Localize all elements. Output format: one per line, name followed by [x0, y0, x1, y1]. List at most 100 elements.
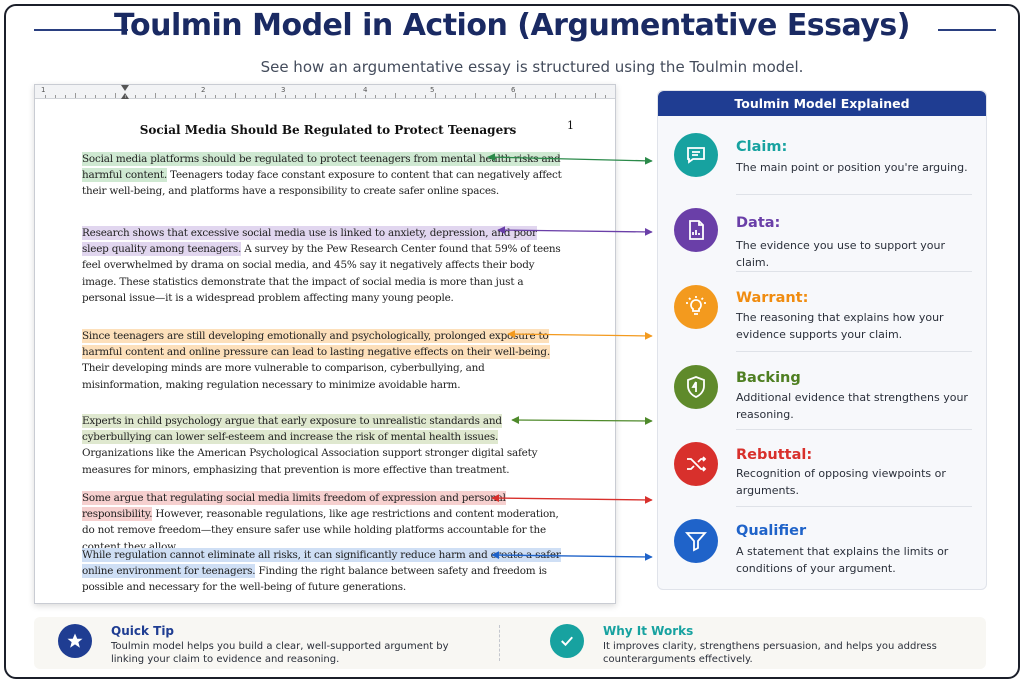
- ruler-tick: [365, 95, 366, 98]
- funnel-icon: [674, 519, 718, 563]
- claim-label: Claim:: [736, 139, 788, 155]
- ruler-tick: [145, 95, 146, 98]
- paragraph-warrant: Since teenagers are still developing emo…: [82, 328, 564, 393]
- ruler: 1 2 3 4 5 6: [35, 85, 615, 99]
- ruler-tick: [265, 95, 266, 98]
- speech-bubble-icon: [674, 133, 718, 177]
- paragraph-data: Research shows that excessive social med…: [82, 225, 564, 306]
- document-chart-icon: [674, 208, 718, 252]
- ruler-tick: [235, 93, 236, 98]
- ruler-tick: [225, 95, 226, 98]
- quick-tip-title: Quick Tip: [111, 624, 175, 638]
- ruler-number: 6: [511, 86, 516, 94]
- title-rule-right: [938, 29, 996, 31]
- paragraph-claim: Social media platforms should be regulat…: [82, 151, 564, 200]
- qualifier-arrow: [491, 551, 653, 561]
- divider: [736, 271, 972, 272]
- ruler-tick: [45, 95, 46, 98]
- lightbulb-icon: [674, 285, 718, 329]
- shield-check-icon: [674, 365, 718, 409]
- quick-tip-text: Toulmin model helps you build a clear, w…: [111, 641, 449, 665]
- paragraph-text: A survey by the Pew Research Center foun…: [82, 243, 561, 304]
- divider: [736, 429, 972, 430]
- ruler-tick: [275, 93, 276, 98]
- ruler-tick: [125, 95, 126, 98]
- claim-desc: The main point or position you're arguin…: [736, 161, 968, 174]
- page-subtitle: See how an argumentative essay is struct…: [260, 58, 804, 76]
- ruler-tick: [515, 93, 516, 98]
- ruler-tick: [75, 93, 76, 98]
- backing-desc: Additional evidence that strengthens you…: [736, 391, 968, 421]
- outer-frame: [4, 4, 1020, 679]
- ruler-tick: [215, 95, 216, 98]
- ruler-tick: [555, 93, 556, 98]
- ruler-tick: [445, 95, 446, 98]
- paragraph-rebuttal: Some argue that regulating social media …: [82, 490, 564, 555]
- star-icon: [58, 624, 92, 658]
- qualifier-desc: A statement that explains the limits or …: [736, 545, 949, 575]
- ruler-tick: [435, 93, 436, 98]
- ruler-tick: [205, 95, 206, 98]
- ruler-tick: [315, 93, 316, 98]
- ruler-tick: [525, 95, 526, 98]
- ruler-tick: [165, 95, 166, 98]
- ruler-tick: [405, 95, 406, 98]
- ruler-tick: [485, 95, 486, 98]
- rebuttal-arrow: [491, 494, 653, 504]
- backing-highlight: Experts in child psychology argue that e…: [82, 414, 502, 445]
- bottom-bar: Quick Tip Toulmin model helps you build …: [34, 617, 986, 669]
- ruler-tick: [425, 95, 426, 98]
- backing-arrow: [511, 416, 653, 425]
- qualifier-label: Qualifier: [736, 523, 807, 539]
- warrant-arrow: [507, 330, 653, 340]
- why-it-works-title: Why It Works: [603, 624, 694, 638]
- ruler-tick: [95, 95, 96, 98]
- ruler-tick: [285, 95, 286, 98]
- ruler-tick: [325, 95, 326, 98]
- essay-title: Social Media Should Be Regulated to Prot…: [139, 123, 517, 137]
- ruler-tick: [495, 95, 496, 98]
- ruler-tick: [175, 95, 176, 98]
- ruler-tick: [115, 93, 116, 98]
- ruler-tick: [475, 93, 476, 98]
- ruler-tick: [395, 93, 396, 98]
- ruler-tick: [605, 95, 606, 98]
- ruler-tick: [455, 95, 456, 98]
- ruler-tick: [545, 95, 546, 98]
- ruler-tick: [255, 95, 256, 98]
- ruler-tick: [465, 95, 466, 98]
- ruler-tick: [245, 95, 246, 98]
- divider: [499, 625, 500, 661]
- paragraph-backing: Experts in child psychology argue that e…: [82, 413, 564, 478]
- ruler-tick: [295, 95, 296, 98]
- warrant-desc: The reasoning that explains how your evi…: [736, 311, 944, 341]
- ruler-tick: [345, 95, 346, 98]
- ruler-number: 3: [281, 86, 286, 94]
- shuffle-icon: [674, 442, 718, 486]
- divider: [736, 194, 972, 195]
- ruler-tick: [105, 95, 106, 98]
- panel-header: Toulmin Model Explained: [658, 91, 986, 116]
- ruler-tick: [335, 95, 336, 98]
- ruler-tick: [575, 95, 576, 98]
- ruler-tick: [535, 95, 536, 98]
- paragraph-text: Organizations like the American Psycholo…: [82, 447, 538, 476]
- page-number: 1: [567, 119, 574, 132]
- ruler-number: 2: [201, 86, 206, 94]
- why-it-works-text: It improves clarity, strengthens persuas…: [603, 641, 937, 665]
- ruler-tick: [135, 95, 136, 98]
- ruler-tick: [595, 93, 596, 98]
- rebuttal-desc: Recognition of opposing viewpoints or ar…: [736, 467, 946, 497]
- claim-arrow: [487, 153, 653, 165]
- checkmark-icon: [550, 624, 584, 658]
- ruler-tick: [85, 95, 86, 98]
- essay-document: 1 2 3 4 5 6 Social Media Should Be Regul…: [34, 84, 616, 604]
- data-label: Data:: [736, 215, 781, 231]
- ruler-tick: [385, 95, 386, 98]
- indent-marker-top[interactable]: [121, 85, 129, 91]
- ruler-number: 1: [41, 86, 46, 94]
- paragraph-text: Their developing minds are more vulnerab…: [82, 362, 485, 391]
- paragraph-text: Teenagers today face constant exposure t…: [82, 169, 562, 198]
- warrant-label: Warrant:: [736, 290, 809, 306]
